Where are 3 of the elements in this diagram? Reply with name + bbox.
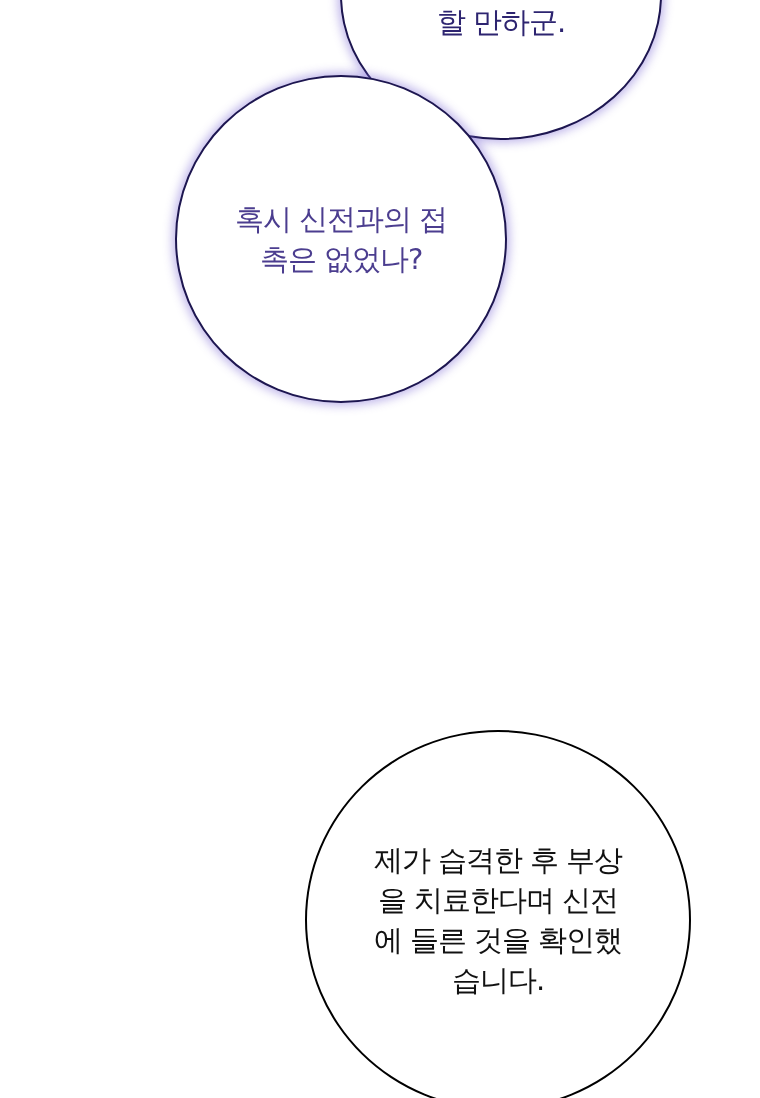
- dialogue-text: 할 만하군.: [435, 4, 567, 41]
- dialogue-text: 제가 습격한 후 부상을 치료한다며 신전에 들른 것을 확인했습니다.: [372, 842, 624, 999]
- dialogue-text: 혹시 신전과의 접촉은 없었나?: [233, 201, 449, 278]
